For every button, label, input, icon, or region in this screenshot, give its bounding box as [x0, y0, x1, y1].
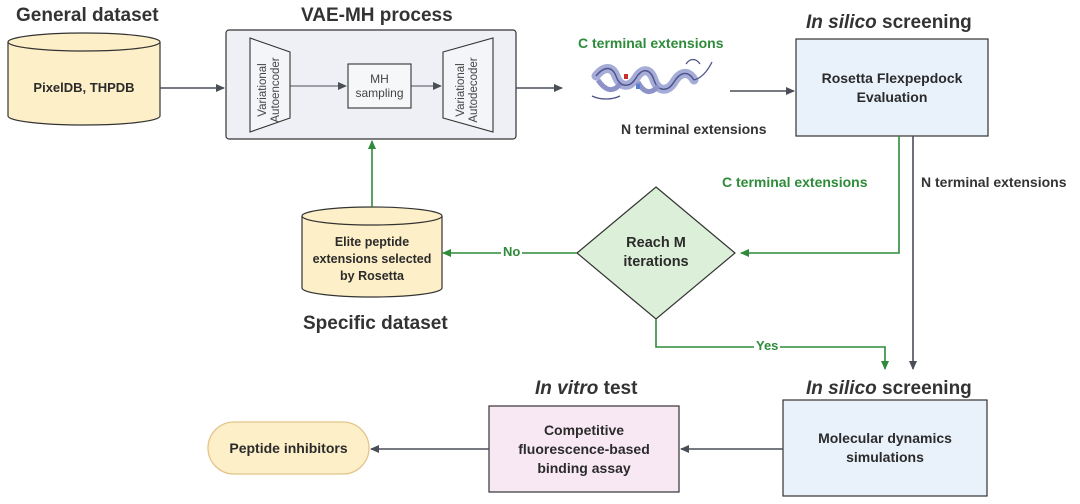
in-silico-screening-heading-bottom: In silico screening	[806, 378, 972, 399]
encoder-trapezoid	[249, 37, 291, 133]
in-vitro-test-heading: In vitro test	[535, 378, 638, 399]
peptide-inhibitors-pill	[207, 421, 370, 475]
vae-mh-process-heading: VAE-MH process	[301, 5, 453, 26]
general-dataset-heading: General dataset	[16, 5, 159, 26]
yes-label: Yes	[754, 338, 781, 353]
md-simulations-box	[782, 399, 988, 497]
n-terminal-extensions-top-label: N terminal extensions	[621, 121, 767, 137]
n-terminal-extensions-mid-label: N terminal extensions	[921, 174, 1067, 190]
peptide-helix-illustration	[591, 58, 713, 100]
mh-sampling-box	[347, 63, 412, 109]
peptide-inhibitors-label: Peptide inhibitors	[229, 439, 348, 456]
general-dataset-cylinder	[7, 32, 161, 126]
c-terminal-extensions-mid-label: C terminal extensions	[722, 174, 868, 190]
elite-dataset-cylinder	[301, 206, 443, 298]
no-label: No	[501, 244, 523, 259]
general-dataset-label: PixelDB, THPDB	[33, 79, 135, 95]
binding-assay-box	[488, 405, 680, 493]
decoder-trapezoid	[442, 37, 494, 133]
flexpepdock-box	[795, 38, 989, 137]
specific-dataset-heading: Specific dataset	[303, 313, 448, 334]
in-silico-screening-heading-top: In silico screening	[806, 12, 972, 33]
c-terminal-extensions-top-label: C terminal extensions	[578, 35, 724, 51]
